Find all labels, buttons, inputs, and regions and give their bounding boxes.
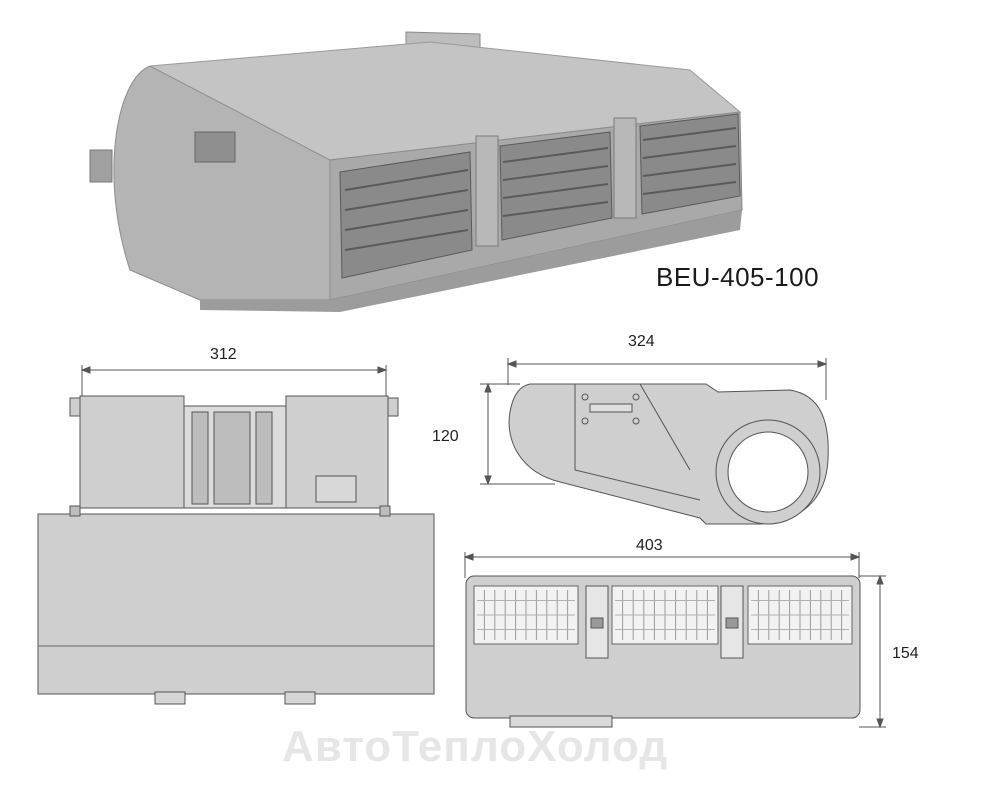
dimension-312-label: 312 (210, 346, 237, 363)
unit-photo (89, 31, 743, 312)
dimension-154-label: 154 (892, 645, 919, 662)
dimension-120-label: 120 (432, 428, 459, 445)
front-view-drawing (463, 552, 886, 729)
model-label: BEU-405-100 (656, 262, 820, 292)
photo-vent-middle (499, 131, 613, 241)
top-view-drawing (37, 365, 435, 705)
dimension-403-label: 403 (636, 537, 663, 554)
side-view-drawing (480, 358, 829, 525)
photo-vent-right (639, 113, 741, 215)
watermark: АвтоТеплоХолод (282, 722, 669, 771)
photo-vent-left (339, 151, 473, 279)
dimension-324-label: 324 (628, 333, 655, 350)
front-vents (473, 585, 853, 645)
